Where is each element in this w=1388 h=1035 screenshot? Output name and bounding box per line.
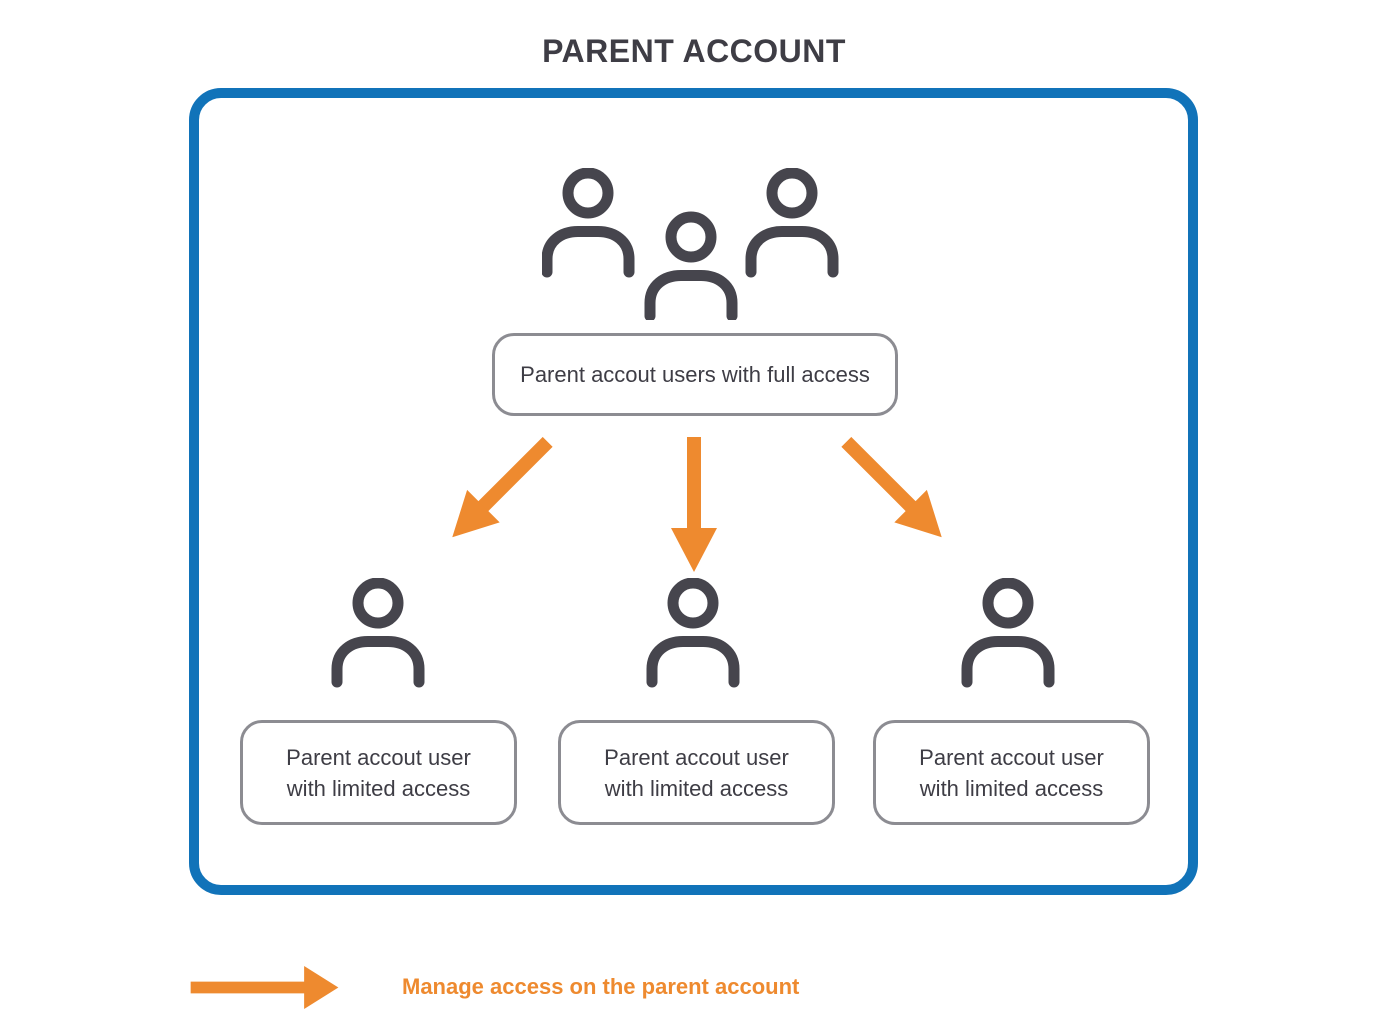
user-icon — [328, 578, 428, 688]
page-title: PARENT ACCOUNT — [542, 33, 846, 69]
manage-access-arrow-icon — [190, 965, 339, 1010]
limited-access-label-line2: with limited access — [604, 775, 789, 801]
users-group-icon — [542, 168, 842, 320]
limited-access-node: Parent accout user with limited access — [873, 720, 1150, 825]
user-icon — [643, 578, 743, 688]
limited-access-label-line1: Parent accout user — [919, 744, 1104, 770]
limited-access-node: Parent accout user with limited access — [240, 720, 517, 825]
manage-access-arrow-middle-icon — [671, 437, 717, 572]
limited-access-label-line2: with limited access — [919, 775, 1104, 801]
limited-access-label-line1: Parent accout user — [604, 744, 789, 770]
user-icon — [958, 578, 1058, 688]
limited-access-node: Parent accout user with limited access — [558, 720, 835, 825]
full-access-node: Parent accout users with full access — [492, 333, 898, 416]
limited-access-label-line2: with limited access — [286, 775, 471, 801]
legend-label: Manage access on the parent account — [402, 974, 800, 999]
full-access-label: Parent accout users with full access — [520, 362, 870, 387]
limited-access-label-line1: Parent accout user — [286, 744, 471, 770]
